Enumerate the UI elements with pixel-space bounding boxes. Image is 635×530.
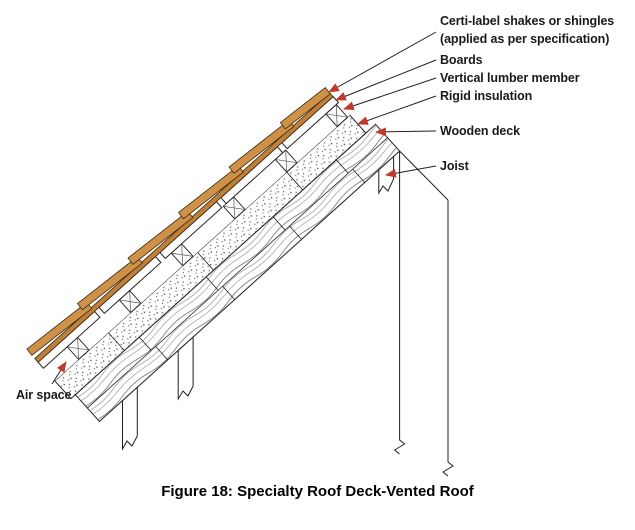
break-line-outer (442, 200, 454, 477)
label-shakes: Certi-label shakes or shingles (applied … (440, 12, 614, 48)
label-joist: Joist (440, 159, 469, 173)
leader-wooden-deck (374, 127, 437, 137)
leader-joist (384, 165, 437, 178)
joist-stub-middle (177, 335, 194, 401)
leader-boards (334, 59, 437, 101)
shakes-layer (26, 86, 334, 363)
leader-air-space (51, 361, 67, 385)
leader-vertical-lumber (342, 77, 437, 111)
label-wooden-deck: Wooden deck (440, 124, 520, 138)
label-rigid-insulation: Rigid insulation (440, 89, 533, 103)
label-air-space: Air space (16, 388, 72, 402)
label-shakes-line1: Certi-label shakes or shingles (440, 14, 615, 28)
air-space-layer (43, 102, 350, 381)
wooden-deck-layer (74, 123, 401, 423)
joist-stub-left (122, 386, 138, 451)
boards-layer (37, 95, 340, 369)
break-line-inner (393, 151, 406, 455)
rigid-insulation-layer (54, 114, 367, 400)
break-line-connector (399, 150, 449, 201)
roof-assembly (26, 86, 401, 423)
leader-shakes (328, 31, 437, 93)
leader-rigid-insulation (356, 95, 437, 125)
figure-caption: Figure 18: Specialty Roof Deck-Vented Ro… (161, 483, 474, 500)
label-shakes-line2: (applied as per specification) (440, 32, 610, 46)
label-vertical-lumber: Vertical lumber member (440, 71, 580, 85)
leader-lines (51, 31, 437, 385)
label-boards: Boards (440, 53, 483, 67)
